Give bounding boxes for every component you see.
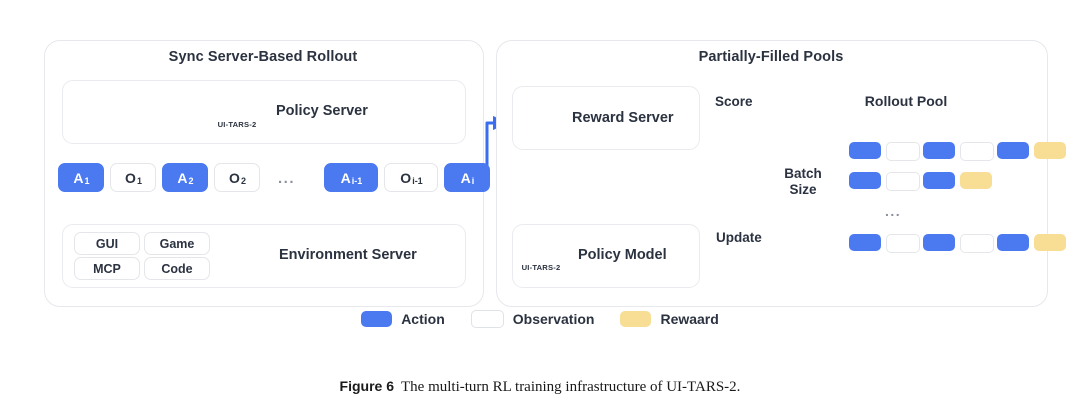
policy-model-card[interactable]: [512, 224, 700, 288]
policy-model-label: Policy Model: [578, 247, 667, 263]
token-sub: 2: [240, 176, 246, 186]
token-base: O: [400, 169, 412, 186]
policy-server-logo-block: UI-TARS-2: [209, 86, 265, 129]
rollout-pool-dots: ...: [885, 203, 902, 219]
pool-cell: [849, 172, 881, 189]
env-tag-game[interactable]: Game: [144, 232, 210, 255]
figure-caption: Figure 6 The multi-turn RL training infra…: [0, 378, 1080, 396]
reward-server-card[interactable]: [512, 86, 700, 150]
batch-size-label-line2: Size: [789, 182, 817, 197]
batch-size-label-line1: Batch: [784, 166, 822, 181]
legend-label-observation: Observation: [512, 311, 595, 327]
figure-number: Figure 6: [339, 378, 395, 394]
token-base: A: [177, 169, 188, 186]
pool-cell: [923, 172, 955, 189]
reward-server-label: Reward Server: [572, 110, 674, 126]
rollout-pool-title: Rollout Pool: [864, 93, 948, 109]
pool-cell: [997, 142, 1029, 159]
score-arrow-label: Score: [715, 94, 753, 109]
token-sub: 1: [136, 176, 142, 186]
pool-cell: [960, 142, 994, 161]
left-panel-title: Sync Server-Based Rollout: [168, 49, 358, 65]
legend-label-reward: Rewaard: [660, 311, 719, 327]
policy-server-logo-caption: UI-TARS-2: [217, 120, 257, 129]
legend-label-action: Action: [401, 311, 445, 327]
environment-server-label: Environment Server: [279, 247, 417, 263]
legend-item-action: Action: [361, 311, 445, 327]
figure-caption-text: The multi-turn RL training infrastructur…: [401, 379, 741, 395]
token-base: O: [229, 169, 240, 186]
env-tag-gui[interactable]: GUI: [74, 232, 140, 255]
env-tag-code[interactable]: Code: [144, 257, 210, 280]
pool-cell: [849, 142, 881, 159]
trajectory-ellipsis: ...: [278, 170, 296, 187]
pool-cell: [923, 234, 955, 251]
token-sub: 2: [188, 176, 194, 186]
pool-cell: [997, 234, 1029, 251]
pool-cell: [849, 234, 881, 251]
pool-cell: [960, 172, 992, 189]
pool-cell: [1034, 234, 1066, 251]
policy-server-label: Policy Server: [276, 103, 368, 119]
legend-item-observation: Observation: [470, 310, 595, 328]
token-base: O: [125, 169, 136, 186]
legend-swatch-action: [361, 311, 393, 327]
pool-cell: [960, 234, 994, 253]
policy-model-logo-block: UI-TARS-2: [513, 229, 569, 272]
policy-server-card[interactable]: [62, 80, 466, 144]
policy-model-logo-caption: UI-TARS-2: [521, 263, 561, 272]
token-sub: i-1: [412, 176, 423, 186]
legend-swatch-reward: [620, 311, 652, 327]
batch-size-label: Batch Size: [772, 166, 834, 198]
legend-item-reward: Rewaard: [620, 311, 719, 327]
env-tag-mcp[interactable]: MCP: [74, 257, 140, 280]
token-base: A: [460, 169, 471, 186]
token-sub: 1: [84, 176, 90, 186]
pool-cell: [886, 142, 920, 161]
token-sub: i-1: [351, 176, 363, 186]
pool-cell: [886, 234, 920, 253]
token-base: A: [340, 169, 351, 186]
right-panel-title: Partially-Filled Pools: [698, 49, 844, 65]
token-sub: i: [471, 176, 475, 186]
pool-cell: [1034, 142, 1066, 159]
pool-cell: [923, 142, 955, 159]
token-base: A: [73, 169, 84, 186]
pool-cell: [886, 172, 920, 191]
legend-swatch-observation: [470, 310, 504, 328]
update-arrow-label: Update: [716, 230, 762, 245]
legend: Action Observation Rewaard: [0, 310, 1080, 328]
